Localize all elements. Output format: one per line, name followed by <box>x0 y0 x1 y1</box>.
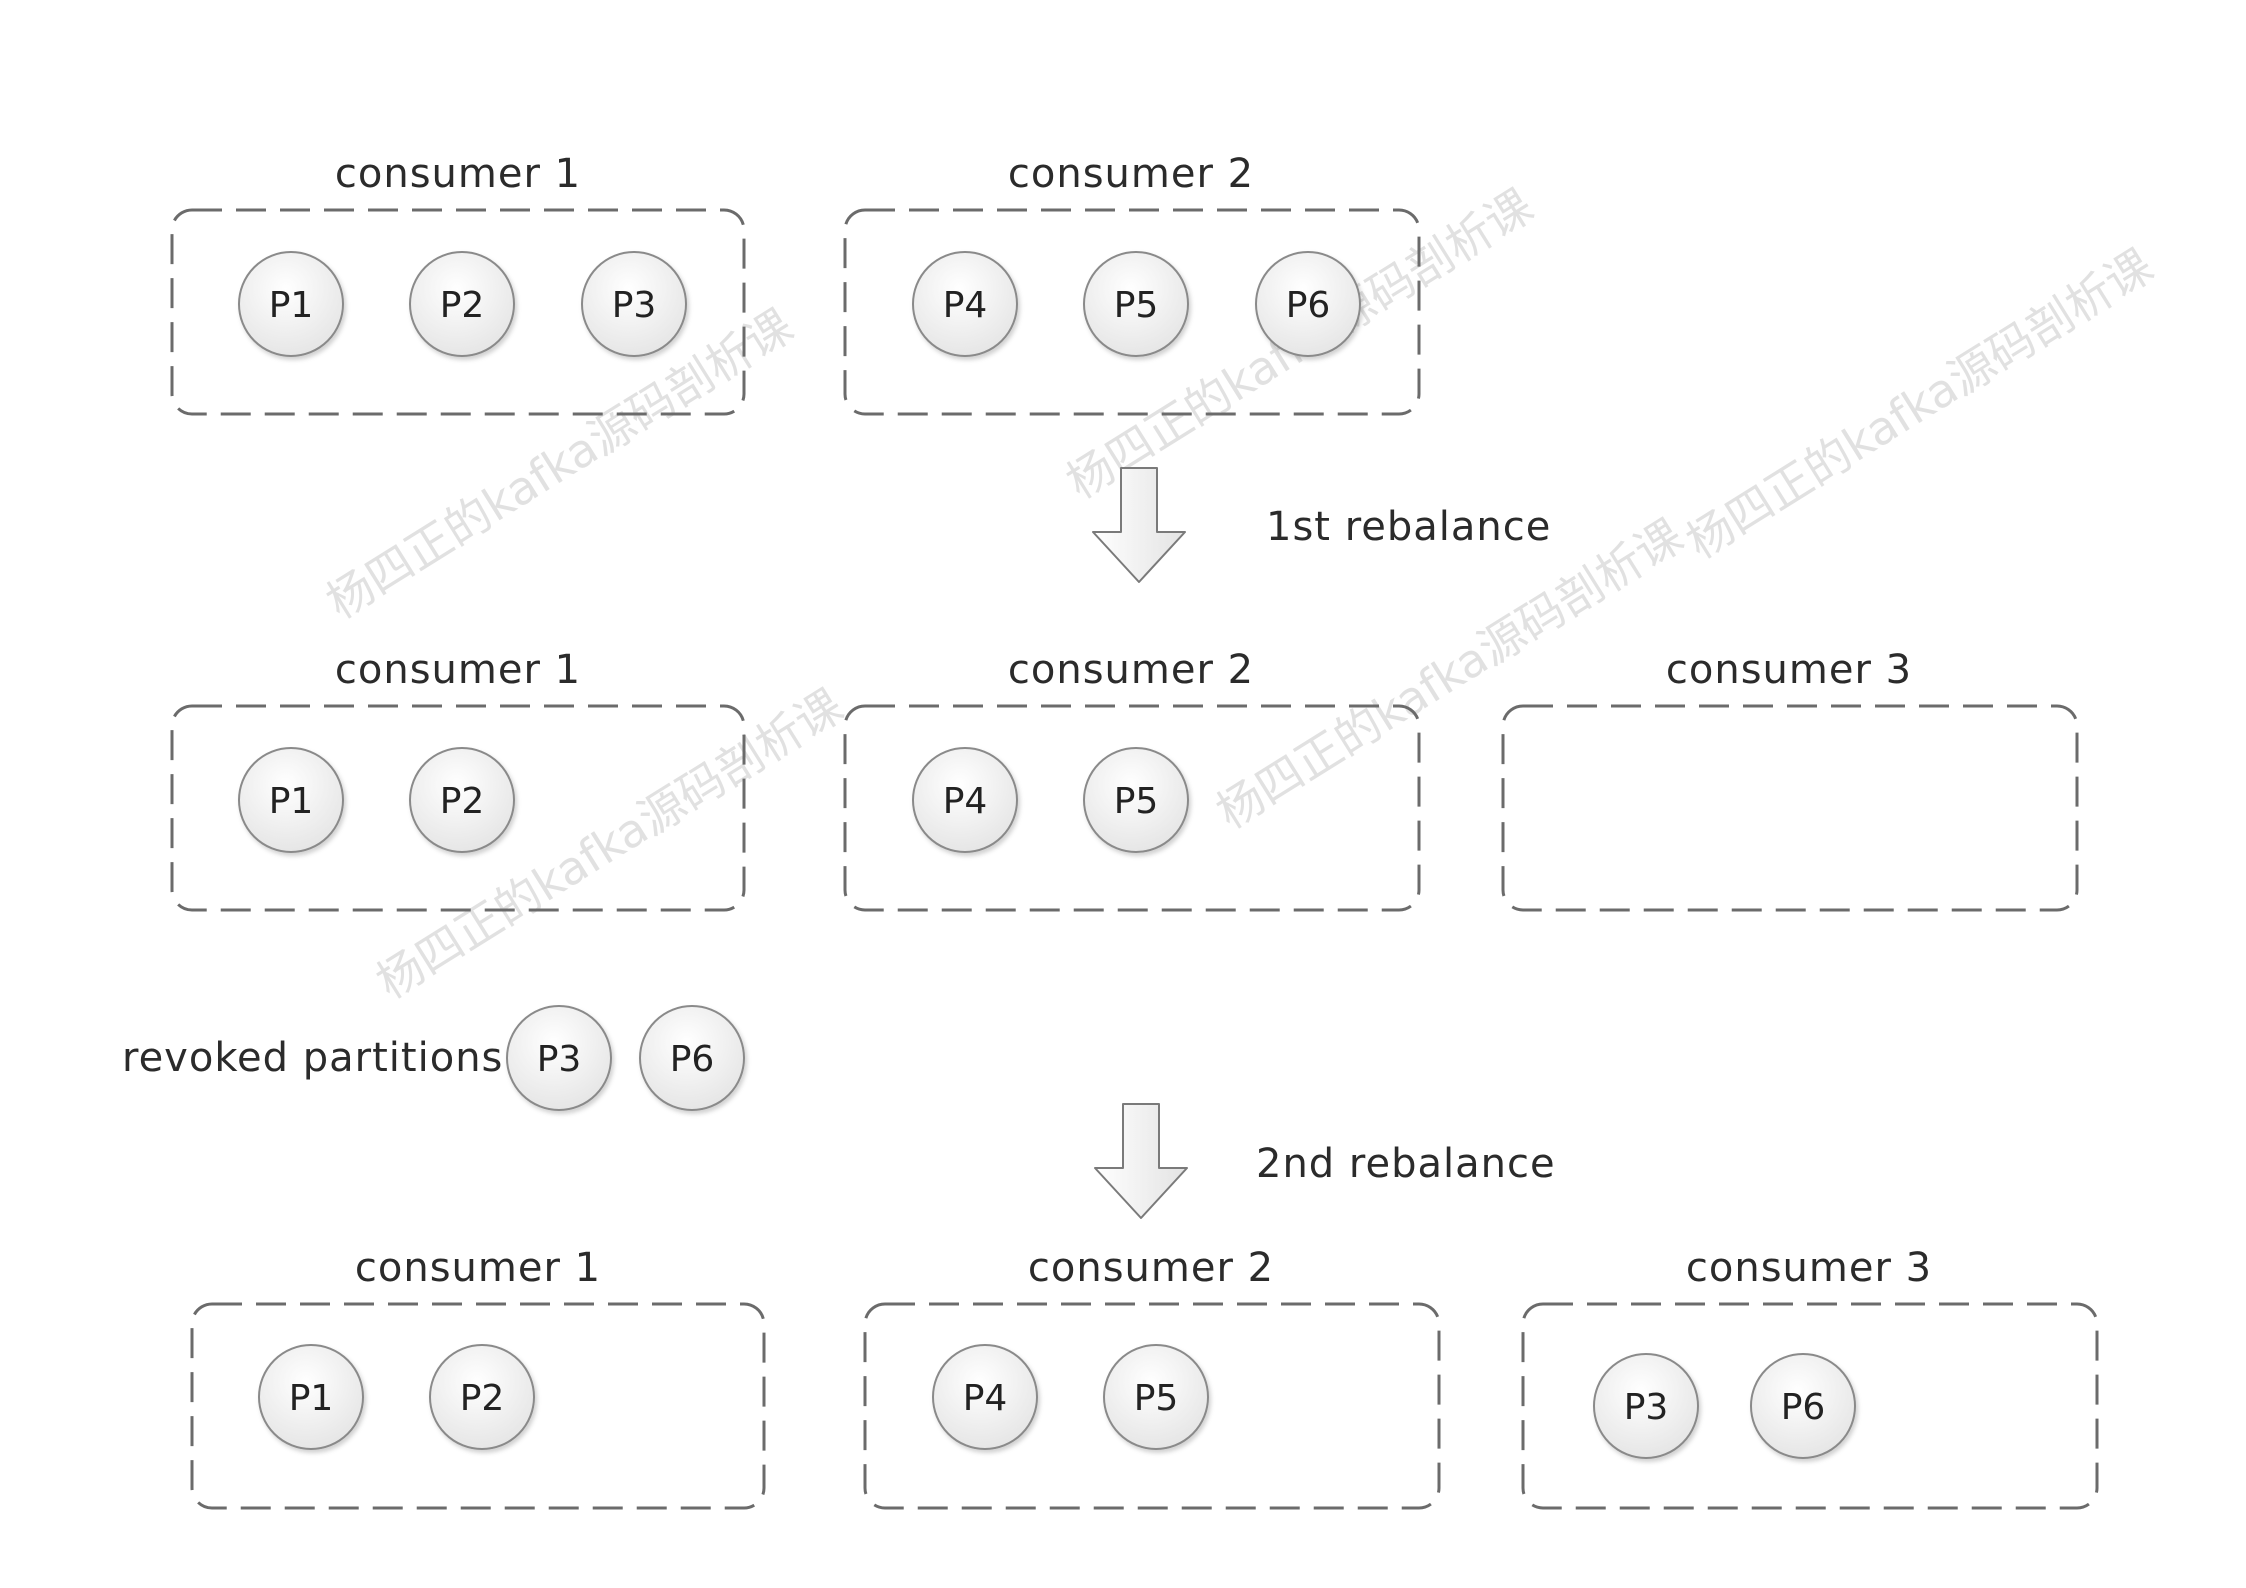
partition-circle: P6 <box>639 1005 745 1111</box>
consumer-box: consumer 3 <box>1501 647 2079 912</box>
partition-label: P5 <box>1114 781 1159 822</box>
consumer-label: consumer 2 <box>1008 151 1254 197</box>
partition-circle: P2 <box>429 1344 535 1450</box>
consumer-container <box>843 208 1421 416</box>
watermark-text: 杨四正的kafka源码剖析课 <box>317 298 802 629</box>
partition-label: P5 <box>1114 285 1159 326</box>
consumer-container <box>170 704 746 912</box>
row-after-first-rebalance: consumer 1 P1 P2 consumer 2 P4 P5 <box>170 647 2079 912</box>
partition-circle: P3 <box>581 251 687 357</box>
partition-circle: P1 <box>238 747 344 853</box>
partition-label: P6 <box>1286 285 1331 326</box>
row-initial: consumer 1 P1 P2 P3 consumer 2 P4 <box>170 151 1421 416</box>
partition-circle: P5 <box>1103 1344 1209 1450</box>
down-arrow-icon <box>1092 467 1186 583</box>
partition-label: P4 <box>943 285 988 326</box>
consumer-container <box>1521 1302 2099 1510</box>
partition-circle: P6 <box>1255 251 1361 357</box>
partition-circle: P6 <box>1750 1353 1856 1459</box>
consumer-box: consumer 3 P3 P6 <box>1521 1245 2099 1510</box>
partition-circle: P2 <box>409 747 515 853</box>
partition-label: P1 <box>289 1378 334 1419</box>
rebalance-step: 2nd rebalance <box>1094 1103 1556 1219</box>
partition-circle: P4 <box>912 747 1018 853</box>
step-label: 1st rebalance <box>1266 504 1551 550</box>
partition-circle: P5 <box>1083 251 1189 357</box>
consumer-label: consumer 3 <box>1686 1245 1932 1291</box>
consumer-container <box>1501 704 2079 912</box>
partition-label: P3 <box>612 285 657 326</box>
partition-label: P2 <box>440 285 485 326</box>
partition-label: P1 <box>269 781 314 822</box>
partition-label: P6 <box>1781 1387 1826 1428</box>
rebalance-step: 1st rebalance <box>1092 467 1551 583</box>
partition-label: P5 <box>1134 1378 1179 1419</box>
revoked-partitions: revoked partitions P3 P6 <box>122 1005 745 1111</box>
consumer-label: consumer 2 <box>1028 1245 1274 1291</box>
watermark-text: 杨四正的kafka源码剖析课 <box>1207 508 1692 839</box>
down-arrow-icon <box>1094 1103 1188 1219</box>
partition-label: P3 <box>1624 1387 1669 1428</box>
partition-circle: P5 <box>1083 747 1189 853</box>
step-label: 2nd rebalance <box>1256 1141 1556 1187</box>
consumer-box: consumer 1 P1 P2 P3 <box>170 151 746 416</box>
consumer-box: consumer 2 P4 P5 P6 <box>843 151 1421 416</box>
consumer-label: consumer 3 <box>1666 647 1912 693</box>
partition-circle: P3 <box>1593 1353 1699 1459</box>
partition-label: P4 <box>963 1378 1008 1419</box>
partition-label: P3 <box>537 1039 582 1080</box>
partition-label: P4 <box>943 781 988 822</box>
partition-circle: P3 <box>506 1005 612 1111</box>
consumer-box: consumer 2 P4 P5 <box>843 647 1421 912</box>
consumer-container <box>863 1302 1441 1510</box>
partition-circle: P1 <box>238 251 344 357</box>
partition-circle: P2 <box>409 251 515 357</box>
revoked-label: revoked partitions <box>122 1035 503 1081</box>
consumer-box: consumer 1 P1 P2 <box>170 647 746 912</box>
partition-circle: P4 <box>932 1344 1038 1450</box>
partition-label: P1 <box>269 285 314 326</box>
partition-label: P2 <box>440 781 485 822</box>
partition-circle: P4 <box>912 251 1018 357</box>
row-after-second-rebalance: consumer 1 P1 P2 consumer 2 P4 P5 <box>190 1245 2099 1510</box>
consumer-label: consumer 1 <box>335 647 581 693</box>
consumer-label: consumer 1 <box>335 151 581 197</box>
partition-circle: P1 <box>258 1344 364 1450</box>
consumer-label: consumer 2 <box>1008 647 1254 693</box>
partition-label: P6 <box>670 1039 715 1080</box>
watermark-text: 杨四正的kafka源码剖析课 <box>1677 238 2162 569</box>
consumer-container <box>190 1302 766 1510</box>
consumer-label: consumer 1 <box>355 1245 601 1291</box>
consumer-container <box>843 704 1421 912</box>
partition-label: P2 <box>460 1378 505 1419</box>
consumer-container <box>170 208 746 416</box>
consumer-box: consumer 2 P4 P5 <box>863 1245 1441 1510</box>
consumer-box: consumer 1 P1 P2 <box>190 1245 766 1510</box>
